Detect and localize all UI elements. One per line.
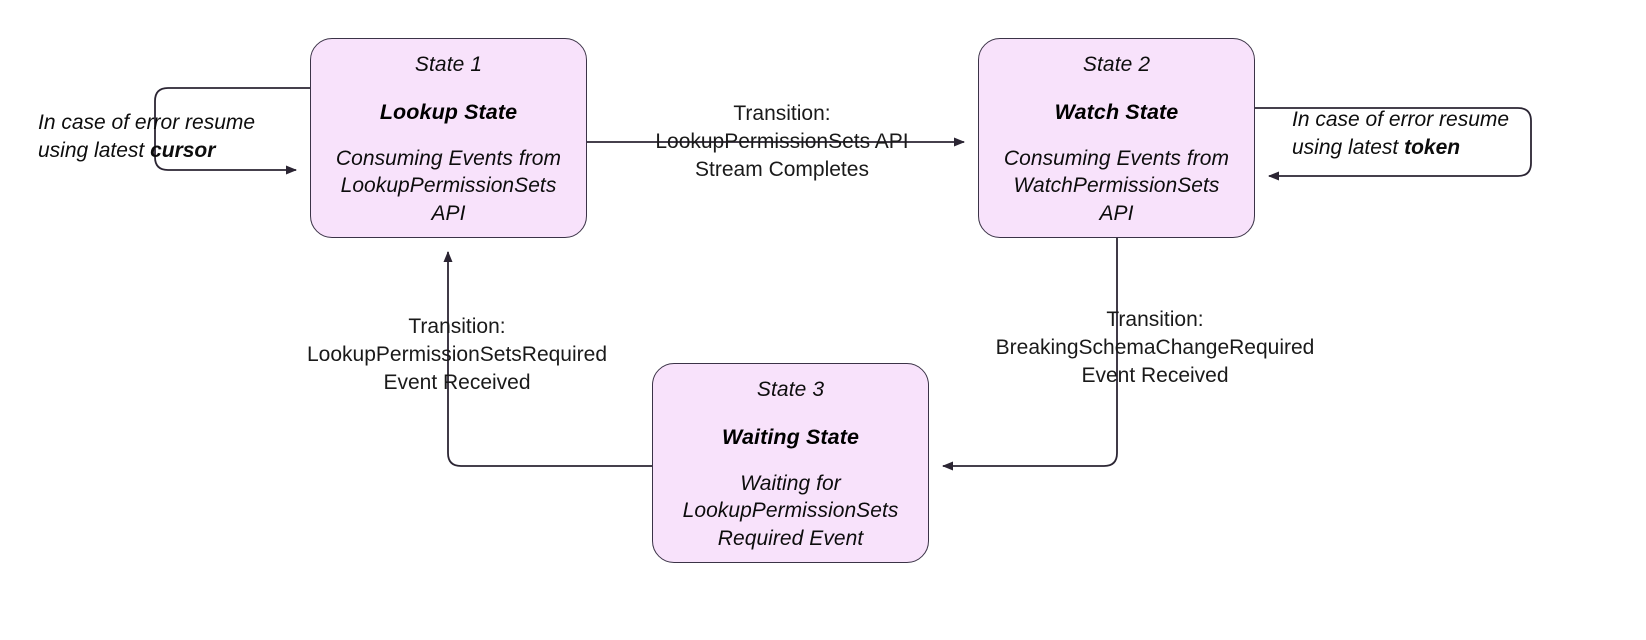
state-1-description: Consuming Events from LookupPermissionSe… [335,147,562,225]
transition-label-state1-to-state2: Transition: LookupPermissionSets API Str… [655,102,909,181]
annotation-token-line-2: using latest token [1292,134,1509,162]
state-1-name: Lookup State [379,99,518,124]
state-node-watch-state[interactable]: State 2 Watch State Consuming Events fro… [978,38,1255,238]
annotation-token-line-1: In case of error resume [1292,108,1510,131]
annotation-cursor-line-2-prefix: using latest [38,139,151,163]
annotation-cursor-line-2: using latest cursor [38,137,255,165]
state-3-name: Waiting State [721,424,860,449]
state-node-waiting-state[interactable]: State 3 Waiting State Waiting for Lookup… [652,363,929,563]
annotation-cursor-emphasis: cursor [150,139,216,163]
state-3-index-label: State 3 [756,378,825,401]
state-node-lookup-state[interactable]: State 1 Lookup State Consuming Events fr… [310,38,587,238]
annotation-token-emphasis: token [1404,136,1461,160]
annotation-error-resume-token: In case of error resume using latest tok… [1292,106,1509,162]
state-2-name: Watch State [1054,99,1179,124]
transition-label-state2-to-state3: Transition: BreakingSchemaChangeRequired… [995,308,1315,387]
state-3-description: Waiting for LookupPermissionSets Require… [682,472,899,550]
annotation-cursor-line-1: In case of error resume [38,111,256,134]
transition-label-state3-to-state1: Transition: LookupPermissionSetsRequired… [307,315,607,394]
annotation-error-resume-cursor: In case of error resume using latest cur… [38,109,255,165]
annotation-token-line-2-prefix: using latest [1292,136,1405,160]
state-2-index-label: State 2 [1082,53,1151,76]
state-1-index-label: State 1 [414,53,483,76]
state-2-description: Consuming Events from WatchPermissionSet… [1003,147,1230,225]
